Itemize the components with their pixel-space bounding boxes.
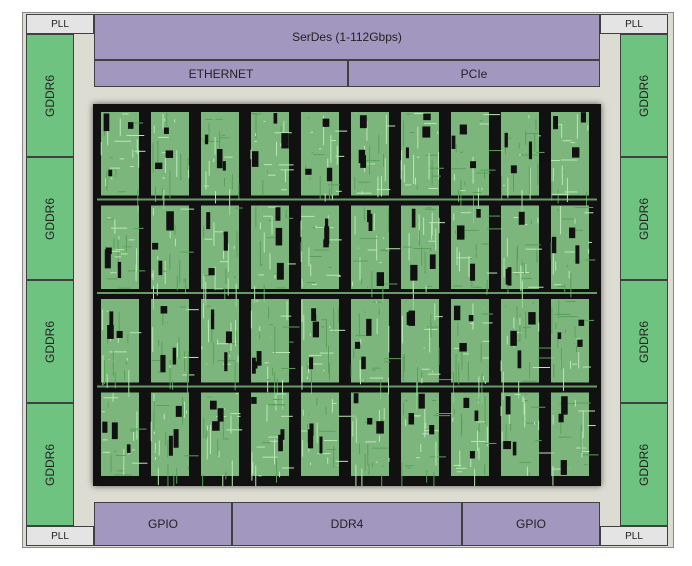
- gpio-left-block: GPIO: [94, 502, 232, 546]
- compute-tile: [500, 392, 555, 476]
- gddr6-left-2: GDDR6: [26, 157, 74, 280]
- gddr6-label: GDDR6: [42, 74, 57, 117]
- compute-tile: [500, 299, 555, 400]
- compute-tile: [101, 392, 148, 476]
- gpio-right-block: GPIO: [462, 502, 600, 546]
- compute-tile: [301, 299, 346, 396]
- pll-bottom-left: PLL: [26, 526, 94, 546]
- compute-tile: [501, 205, 544, 308]
- compute-tile: [201, 392, 243, 486]
- compute-tile: [400, 112, 444, 196]
- compute-tile: [150, 392, 199, 486]
- gddr6-right-1: GDDR6: [620, 34, 668, 157]
- pll-bottom-right: PLL: [600, 526, 668, 546]
- compute-tile: [200, 112, 240, 216]
- compute-tile: [251, 392, 295, 486]
- compute-tile: [401, 205, 445, 312]
- compute-tile: [201, 299, 239, 391]
- pll-label: PLL: [625, 530, 643, 542]
- compute-tile: [300, 205, 342, 289]
- gddr6-right-2: GDDR6: [620, 157, 668, 280]
- interconnect-bus: [97, 385, 597, 388]
- compute-tile: [551, 112, 589, 215]
- compute-tile: [350, 299, 401, 400]
- gddr6-right-3: GDDR6: [620, 280, 668, 403]
- compute-tile: [550, 205, 596, 298]
- serdes-label: SerDes (1-112Gbps): [292, 30, 402, 44]
- pcie-label: PCIe: [460, 66, 488, 81]
- gddr6-label: GDDR6: [42, 443, 57, 486]
- compute-tile: [250, 112, 294, 196]
- gddr6-label: GDDR6: [42, 197, 57, 240]
- pcie-block: PCIe: [348, 60, 600, 87]
- gddr6-label: GDDR6: [636, 197, 651, 240]
- compute-tile: [351, 392, 390, 486]
- interconnect-bus: [97, 198, 597, 201]
- pll-label: PLL: [51, 530, 69, 542]
- gddr6-label: GDDR6: [42, 320, 57, 363]
- gddr6-label: GDDR6: [636, 74, 651, 117]
- gpio-label: GPIO: [147, 517, 178, 531]
- compute-tile: [401, 299, 454, 411]
- gddr6-left-3: GDDR6: [26, 280, 74, 403]
- gddr6-label: GDDR6: [636, 443, 651, 486]
- compute-tile: [551, 299, 595, 392]
- compute-tile: [151, 205, 195, 310]
- compute-tile: [151, 299, 199, 394]
- gddr6-left-4: GDDR6: [26, 403, 74, 526]
- ethernet-label: ETHERNET: [188, 66, 254, 81]
- compute-tile: [351, 112, 396, 198]
- gpio-label: GPIO: [515, 517, 546, 531]
- gddr6-label: GDDR6: [636, 320, 651, 363]
- compute-tile: [250, 299, 300, 410]
- core-array-graphic: [97, 112, 599, 486]
- compute-tile: [301, 112, 348, 202]
- ddr4-label: DDR4: [330, 517, 364, 531]
- pll-label: PLL: [625, 18, 643, 30]
- compute-tile: [501, 112, 545, 220]
- compute-tile: [451, 112, 504, 224]
- core-array: [93, 104, 601, 486]
- compute-tile: [351, 205, 401, 303]
- compute-tile: [201, 205, 243, 308]
- serdes-block: SerDes (1-112Gbps): [94, 14, 600, 60]
- ddr4-block: DDR4: [232, 502, 462, 546]
- ethernet-block: ETHERNET: [94, 60, 348, 87]
- compute-tile: [151, 112, 190, 209]
- gddr6-right-4: GDDR6: [620, 403, 668, 526]
- compute-tile: [301, 392, 356, 476]
- pll-top-right: PLL: [600, 14, 668, 34]
- pll-label: PLL: [51, 18, 69, 30]
- compute-tile: [101, 205, 146, 289]
- compute-tile: [451, 205, 504, 295]
- pll-top-left: PLL: [26, 14, 94, 34]
- interconnect-bus: [97, 292, 597, 294]
- compute-tile: [101, 299, 142, 398]
- compute-tile: [451, 392, 497, 486]
- compute-tile: [100, 112, 146, 212]
- compute-tile: [251, 205, 296, 303]
- compute-tile: [401, 392, 454, 486]
- compute-tile: [551, 392, 599, 486]
- gddr6-left-1: GDDR6: [26, 34, 74, 157]
